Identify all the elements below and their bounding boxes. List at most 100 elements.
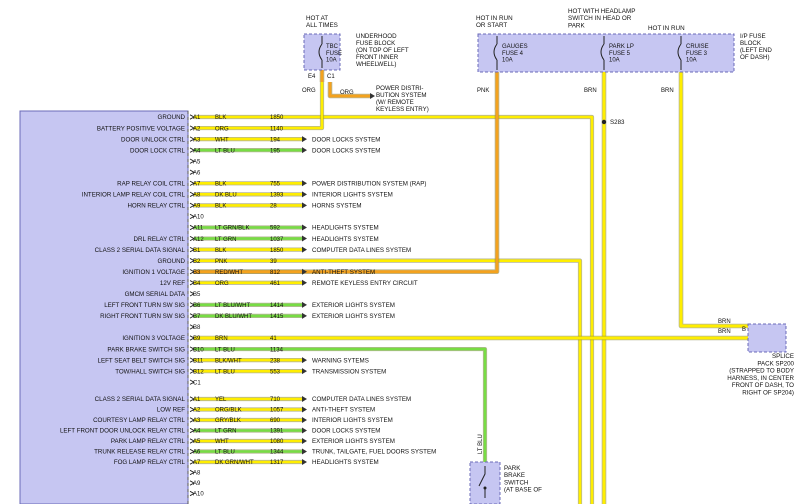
tbc-note-line-2: (ON TOP OF LEFT	[356, 47, 409, 54]
conn-b-arrow-A1	[302, 396, 307, 402]
conn-a-color-A8: DK BLU	[215, 193, 237, 199]
wire-ignition1-pnk	[194, 62, 499, 274]
conn-a-pin-mark-A3	[189, 136, 195, 142]
splice-wire-label-2: BRN	[718, 329, 731, 335]
wire-ground-b2-outline	[194, 258, 583, 504]
splice-note-line-3: HARNESS, IN CENTER	[727, 375, 794, 382]
conn-a-color-B9: BRN	[215, 336, 228, 342]
component-layer	[19, 33, 787, 504]
tbc-note-line-0: UNDERHOOD	[356, 33, 397, 40]
conn-b-pin-mark-A9	[189, 480, 195, 486]
conn-a-arrow-B1	[302, 246, 307, 253]
conn-b-label-A7: FOG LAMP RELAY CTRL	[114, 459, 186, 466]
conn-a-pin-mark-A5	[189, 158, 195, 164]
conn-b-dest-A5: EXTERIOR LIGHTS SYSTEM	[312, 438, 395, 445]
conn-a-color-A12: LT GRN	[215, 237, 236, 243]
conn-a-label-B2: GROUND	[158, 258, 186, 265]
pds-arrow	[370, 93, 375, 99]
conn-b-dest-A7: HEADLIGHTS SYSTEM	[312, 459, 379, 466]
conn-a-pin-C1: C1	[193, 380, 201, 386]
conn-b-circuit-A5: 1080	[270, 439, 284, 445]
conn-a-label-A3: DOOR UNLOCK CTRL	[121, 136, 186, 143]
park-brake-note-line-2: SWITCH	[504, 479, 528, 486]
conn-a-color-B10: LT BLU	[215, 347, 235, 353]
conn-a-color-A4: LT BLU	[215, 148, 235, 154]
conn-a-circuit-A12: 1037	[270, 237, 284, 243]
conn-a-arrow-A7	[302, 180, 307, 187]
conn-a-pin-A8: A8	[193, 193, 201, 199]
wire-cruise-brn	[679, 62, 748, 328]
conn-a-label-A9: HORN RELAY CTRL	[127, 203, 185, 210]
tbc-note-line-1: FUSE BLOCK	[356, 40, 396, 47]
conn-a-pin-A6: A6	[193, 170, 201, 176]
conn-a-label-B5: GMCM SERIAL DATA	[125, 291, 186, 298]
conn-b-pin-A1: A1	[193, 397, 201, 403]
conn-b-color-A4: LT GRN	[215, 429, 236, 435]
conn-a-arrow-A11	[302, 224, 307, 231]
hot-run-start-line-1: OR START	[476, 22, 507, 29]
conn-a-arrow-B11	[302, 357, 307, 364]
conn-b-label-A1: CLASS 2 SERIAL DATA SIGNAL	[95, 396, 186, 403]
conn-a-pin-mark-B12	[189, 368, 195, 374]
splice-note-line-1: PACK SP200	[757, 360, 794, 367]
conn-a-pin-A1: A1	[193, 115, 201, 121]
wire-ground-a1-outline	[194, 114, 595, 504]
wire-ground-a1	[194, 115, 594, 504]
ip-fuse-2-element	[677, 43, 682, 61]
conn-a-arrow-B3	[302, 268, 307, 275]
ip-fuse-1-label-line-0: PARK LP	[609, 44, 634, 50]
conn-a-arrow-A4	[302, 147, 307, 154]
conn-a-color-B6: LT BLU/WHT	[215, 303, 250, 309]
conn-a-label-B11: LEFT SEAT BELT SWITCH SIG	[98, 357, 186, 364]
conn-a-pin-A2: A2	[193, 126, 201, 132]
ip-fuse-0-wire: PNK	[477, 88, 489, 94]
conn-a-pin-mark-B1	[189, 247, 195, 253]
conn-a-dest-A3: DOOR LOCKS SYSTEM	[312, 136, 380, 143]
conn-a-pin-mark-B5	[189, 291, 195, 297]
conn-a-pin-mark-B3	[189, 269, 195, 275]
conn-a-circuit-B4: 461	[270, 281, 281, 287]
conn-a-pin-mark-A10	[189, 213, 195, 220]
conn-b-circuit-A2: 1057	[270, 408, 284, 414]
conn-a-pin-A4: A4	[193, 148, 201, 154]
conn-a-arrow-B7	[302, 312, 307, 319]
conn-a-pin-B3: B3	[193, 270, 201, 276]
ip-fuse-1-label-line-1: FUSE 5	[609, 51, 631, 57]
s283-node	[601, 119, 607, 125]
conn-a-pin-A3: A3	[193, 137, 201, 143]
conn-a-color-A2: ORG	[215, 126, 229, 132]
conn-a-arrow-A9	[302, 202, 307, 209]
conn-b-arrow-A7	[302, 459, 307, 465]
conn-a-circuit-A1: 1850	[270, 115, 284, 121]
conn-a-color-A3: WHT	[215, 137, 229, 143]
conn-b-pin-A4: A4	[193, 429, 201, 435]
conn-a-arrow-B4	[302, 279, 307, 286]
conn-a-color-A1: BLK	[215, 115, 226, 121]
conn-a-label-B6: LEFT FRONT TURN SW SIG	[104, 302, 185, 309]
conn-b-arrow-A3	[302, 417, 307, 423]
conn-b-pin-mark-A6	[189, 448, 195, 455]
conn-a-dest-A9: HORNS SYSTEM	[312, 203, 362, 210]
conn-a-dest-B1: COMPUTER DATA LINES SYSTEM	[312, 247, 411, 254]
conn-a-pin-A9: A9	[193, 204, 201, 210]
conn-b-pin-A7: A7	[193, 460, 201, 466]
conn-a-circuit-B1: 1850	[270, 248, 284, 254]
conn-b-circuit-A7: 1317	[270, 460, 284, 466]
conn-a-circuit-B2: 39	[270, 259, 277, 265]
conn-b-circuit-A1: 710	[270, 397, 281, 403]
conn-b-dest-A6: TRUNK, TAILGATE, FUEL DOORS SYSTEM	[312, 449, 436, 456]
tbc-pin-e4: E4	[308, 74, 316, 80]
conn-a-dest-B3: ANTI-THEFT SYSTEM	[312, 269, 375, 276]
ip-note-line-1: BLOCK	[740, 40, 762, 47]
splice-note-line-4: FRONT OF DASH, TO	[732, 382, 794, 389]
hot-run-start-line-0: HOT IN RUN	[476, 15, 513, 22]
conn-b-pin-A5: A5	[193, 439, 201, 445]
conn-a-circuit-B9: 41	[270, 336, 277, 342]
conn-a-pin-mark-B8	[189, 324, 195, 330]
conn-a-pin-mark-B2	[189, 258, 195, 264]
park-brake-note-line-1: BRAKE	[504, 472, 525, 479]
conn-a-dest-B7: EXTERIOR LIGHTS SYSTEM	[312, 313, 395, 320]
ip-fuse-2-wire: BRN	[661, 88, 674, 94]
conn-b-arrow-A4	[302, 427, 307, 434]
